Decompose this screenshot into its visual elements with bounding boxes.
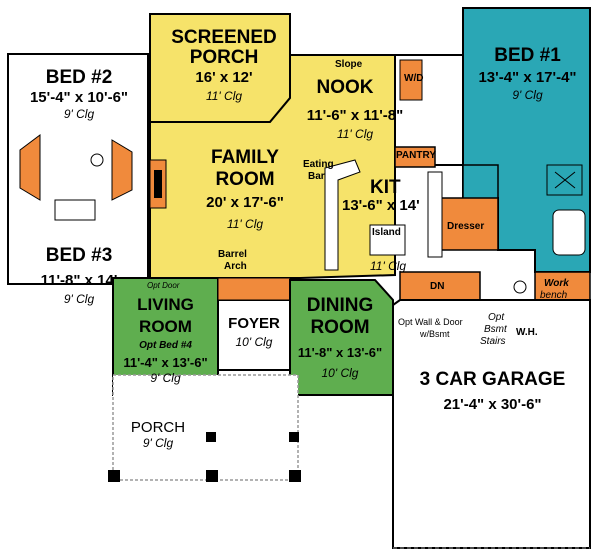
eating-bar-label-1: Eating: [303, 159, 334, 170]
porch-post: [108, 470, 120, 482]
opt-wall-label-2: w/Bsmt: [420, 329, 450, 339]
kitchen-ceiling: 11' Clg: [370, 259, 407, 273]
family-room-name-2: ROOM: [215, 169, 275, 190]
kitchen-dims: 13'-6" x 14': [342, 197, 420, 214]
wd-area: [399, 59, 423, 101]
screened-porch-dims: 16' x 12': [195, 69, 253, 86]
porch-post: [206, 470, 218, 482]
bed2-ceiling: 9' Clg: [63, 107, 95, 121]
living-room-option: Opt Bed #4: [139, 340, 192, 351]
porch-name: PORCH: [130, 419, 186, 436]
dresser-label: Dresser: [447, 221, 485, 232]
dresser-area: [439, 197, 499, 251]
screened-porch-name-2: PORCH: [189, 47, 259, 68]
bed3-name: BED #3: [45, 245, 113, 266]
porch-post: [289, 470, 301, 482]
kitchen-name: KIT: [370, 177, 401, 198]
porch-post: [206, 432, 216, 442]
family-room-dims: 20' x 17'-6": [206, 194, 284, 211]
foyer-ceiling: 10' Clg: [235, 335, 273, 349]
work-bench-label-2: bench: [540, 290, 568, 301]
opt-stairs-label-1: Opt: [488, 312, 505, 323]
bed3-ceiling: 9' Clg: [63, 292, 95, 306]
barrel-arch-label-2: Arch: [224, 261, 247, 272]
water-heater-label: W.H.: [516, 327, 538, 338]
garage-name: 3 CAR GARAGE: [419, 369, 566, 390]
pantry-label: PANTRY: [396, 150, 436, 161]
water-heater: [513, 280, 527, 294]
kitchen-island: [369, 224, 406, 256]
dn-label: DN: [430, 281, 445, 292]
living-room-name-1: LIVING: [137, 295, 194, 314]
garage-dims: 21'-4" x 30'-6": [443, 396, 542, 413]
dining-room-name-1: DINING: [306, 295, 374, 316]
bed3-closet: [111, 139, 133, 201]
opt-door-label: Opt Door: [147, 281, 180, 290]
bed2-dims: 15'-4" x 10'-6": [29, 89, 129, 106]
nook-slope: Slope: [335, 59, 363, 70]
nook-ceiling: 11' Clg: [336, 127, 374, 141]
opt-wall-label-1: Opt Wall & Door: [398, 317, 463, 327]
kitchen-counter: [427, 171, 443, 258]
foyer-name: FOYER: [228, 315, 280, 332]
screened-porch-name-1: SCREENED: [171, 27, 277, 48]
porch-ceiling: 9' Clg: [142, 436, 174, 450]
bed2-closet: [19, 134, 41, 201]
hall-bathtub: [54, 199, 96, 221]
bed1-dims: 13'-4" x 17'-4": [478, 69, 577, 86]
nook-name: NOOK: [316, 77, 374, 98]
nook-dims: 11'-6" x 11'-8": [306, 107, 404, 124]
work-bench-label-1: Work: [544, 278, 569, 289]
fireplace-firebox: [154, 170, 162, 198]
bed1-name: BED #1: [494, 45, 561, 66]
opt-stairs-label-3: Stairs: [480, 336, 506, 347]
bed1-ceiling: 9' Clg: [512, 88, 543, 102]
living-room-ceiling: 9' Clg: [150, 371, 181, 385]
garage-area: [392, 299, 591, 549]
living-room-name-2: ROOM: [139, 317, 192, 336]
bed3-dims: 11'-8" x 14': [40, 272, 118, 289]
family-room-name-1: FAMILY: [211, 147, 279, 168]
wd-label: W/D: [404, 73, 424, 84]
opt-stairs-label-2: Bsmt: [484, 324, 507, 335]
dining-room-name-2: ROOM: [310, 317, 370, 338]
island-label: Island: [372, 227, 401, 238]
family-room-ceiling: 11' Clg: [226, 217, 264, 231]
bathtub: [552, 209, 586, 256]
dining-room-ceiling: 10' Clg: [321, 366, 359, 380]
bed2-name: BED #2: [45, 67, 113, 88]
porch-area: [112, 374, 299, 481]
barrel-arch-label-1: Barrel: [218, 249, 247, 260]
barrel-arch-area: [217, 277, 291, 301]
living-room-dims: 11'-4" x 13'-6": [123, 355, 208, 370]
pantry-area: [394, 146, 436, 168]
screened-porch-ceiling: 11' Clg: [205, 89, 243, 103]
eating-bar-counter: [324, 159, 361, 271]
dining-room-dims: 11'-8" x 13'-6": [297, 345, 383, 360]
porch-post: [289, 432, 299, 442]
eating-bar-label-2: Bar: [308, 171, 325, 182]
sink: [90, 153, 104, 167]
